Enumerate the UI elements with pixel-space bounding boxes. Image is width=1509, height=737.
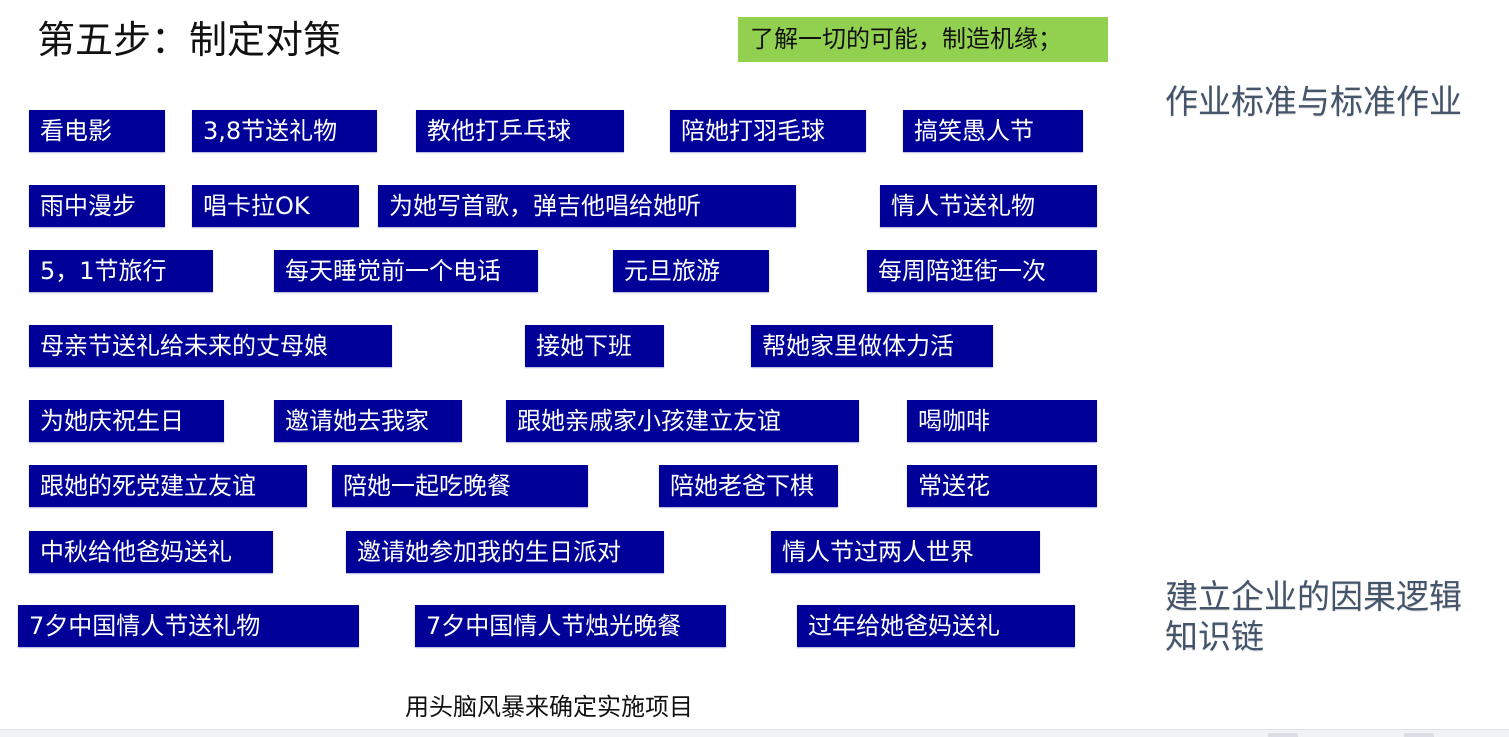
action-item-box: 教他打乒乓球 bbox=[416, 110, 624, 152]
action-item-box: 接她下班 bbox=[525, 325, 664, 367]
action-item-box: 元旦旅游 bbox=[613, 250, 769, 292]
action-item-box: 5，1节旅行 bbox=[29, 250, 213, 292]
action-item-box: 常送花 bbox=[907, 465, 1097, 507]
slide-title: 第五步：制定对策 bbox=[37, 18, 342, 62]
action-item-box: 中秋给他爸妈送礼 bbox=[29, 531, 273, 573]
bottom-scroll-bar[interactable] bbox=[0, 729, 1509, 737]
slide-caption: 用头脑风暴来确定实施项目 bbox=[405, 693, 693, 721]
action-item-box: 唱卡拉OK bbox=[192, 185, 359, 227]
action-item-box: 看电影 bbox=[29, 110, 165, 152]
side-note-line: 知识链 bbox=[1165, 617, 1264, 656]
action-item-box: 情人节送礼物 bbox=[880, 185, 1097, 227]
action-item-box: 帮她家里做体力活 bbox=[751, 325, 993, 367]
action-item-box: 7夕中国情人节烛光晚餐 bbox=[415, 605, 726, 647]
action-item-box: 喝咖啡 bbox=[907, 400, 1097, 442]
side-note-standard-work: 作业标准与标准作业 bbox=[1165, 82, 1462, 121]
action-item-box: 陪她老爸下棋 bbox=[659, 465, 838, 507]
action-item-box: 过年给她爸妈送礼 bbox=[797, 605, 1075, 647]
action-item-box: 为她写首歌，弹吉他唱给她听 bbox=[378, 185, 796, 227]
action-item-box: 母亲节送礼给未来的丈母娘 bbox=[29, 325, 392, 367]
action-item-box: 3,8节送礼物 bbox=[192, 110, 377, 152]
action-item-box: 情人节过两人世界 bbox=[771, 531, 1040, 573]
action-item-box: 跟她的死党建立友谊 bbox=[29, 465, 307, 507]
action-item-box: 陪她一起吃晚餐 bbox=[332, 465, 588, 507]
scroll-handle-icon[interactable] bbox=[1268, 733, 1298, 737]
action-item-box: 每周陪逛街一次 bbox=[867, 250, 1097, 292]
action-item-box: 搞笑愚人节 bbox=[903, 110, 1083, 152]
action-item-box: 陪她打羽毛球 bbox=[670, 110, 866, 152]
action-item-box: 跟她亲戚家小孩建立友谊 bbox=[506, 400, 859, 442]
action-item-box: 邀请她参加我的生日派对 bbox=[346, 531, 664, 573]
action-item-box: 邀请她去我家 bbox=[274, 400, 462, 442]
action-item-box: 每天睡觉前一个电话 bbox=[274, 250, 538, 292]
side-note-line: 建立企业的因果逻辑 bbox=[1165, 577, 1462, 616]
action-item-box: 7夕中国情人节送礼物 bbox=[18, 605, 359, 647]
side-note-causal-chain: 建立企业的因果逻辑 知识链 bbox=[1165, 577, 1462, 657]
action-item-box: 为她庆祝生日 bbox=[29, 400, 224, 442]
action-item-box: 雨中漫步 bbox=[29, 185, 165, 227]
highlight-note: 了解一切的可能，制造机缘； bbox=[738, 17, 1108, 62]
scroll-handle-icon[interactable] bbox=[1404, 733, 1434, 737]
